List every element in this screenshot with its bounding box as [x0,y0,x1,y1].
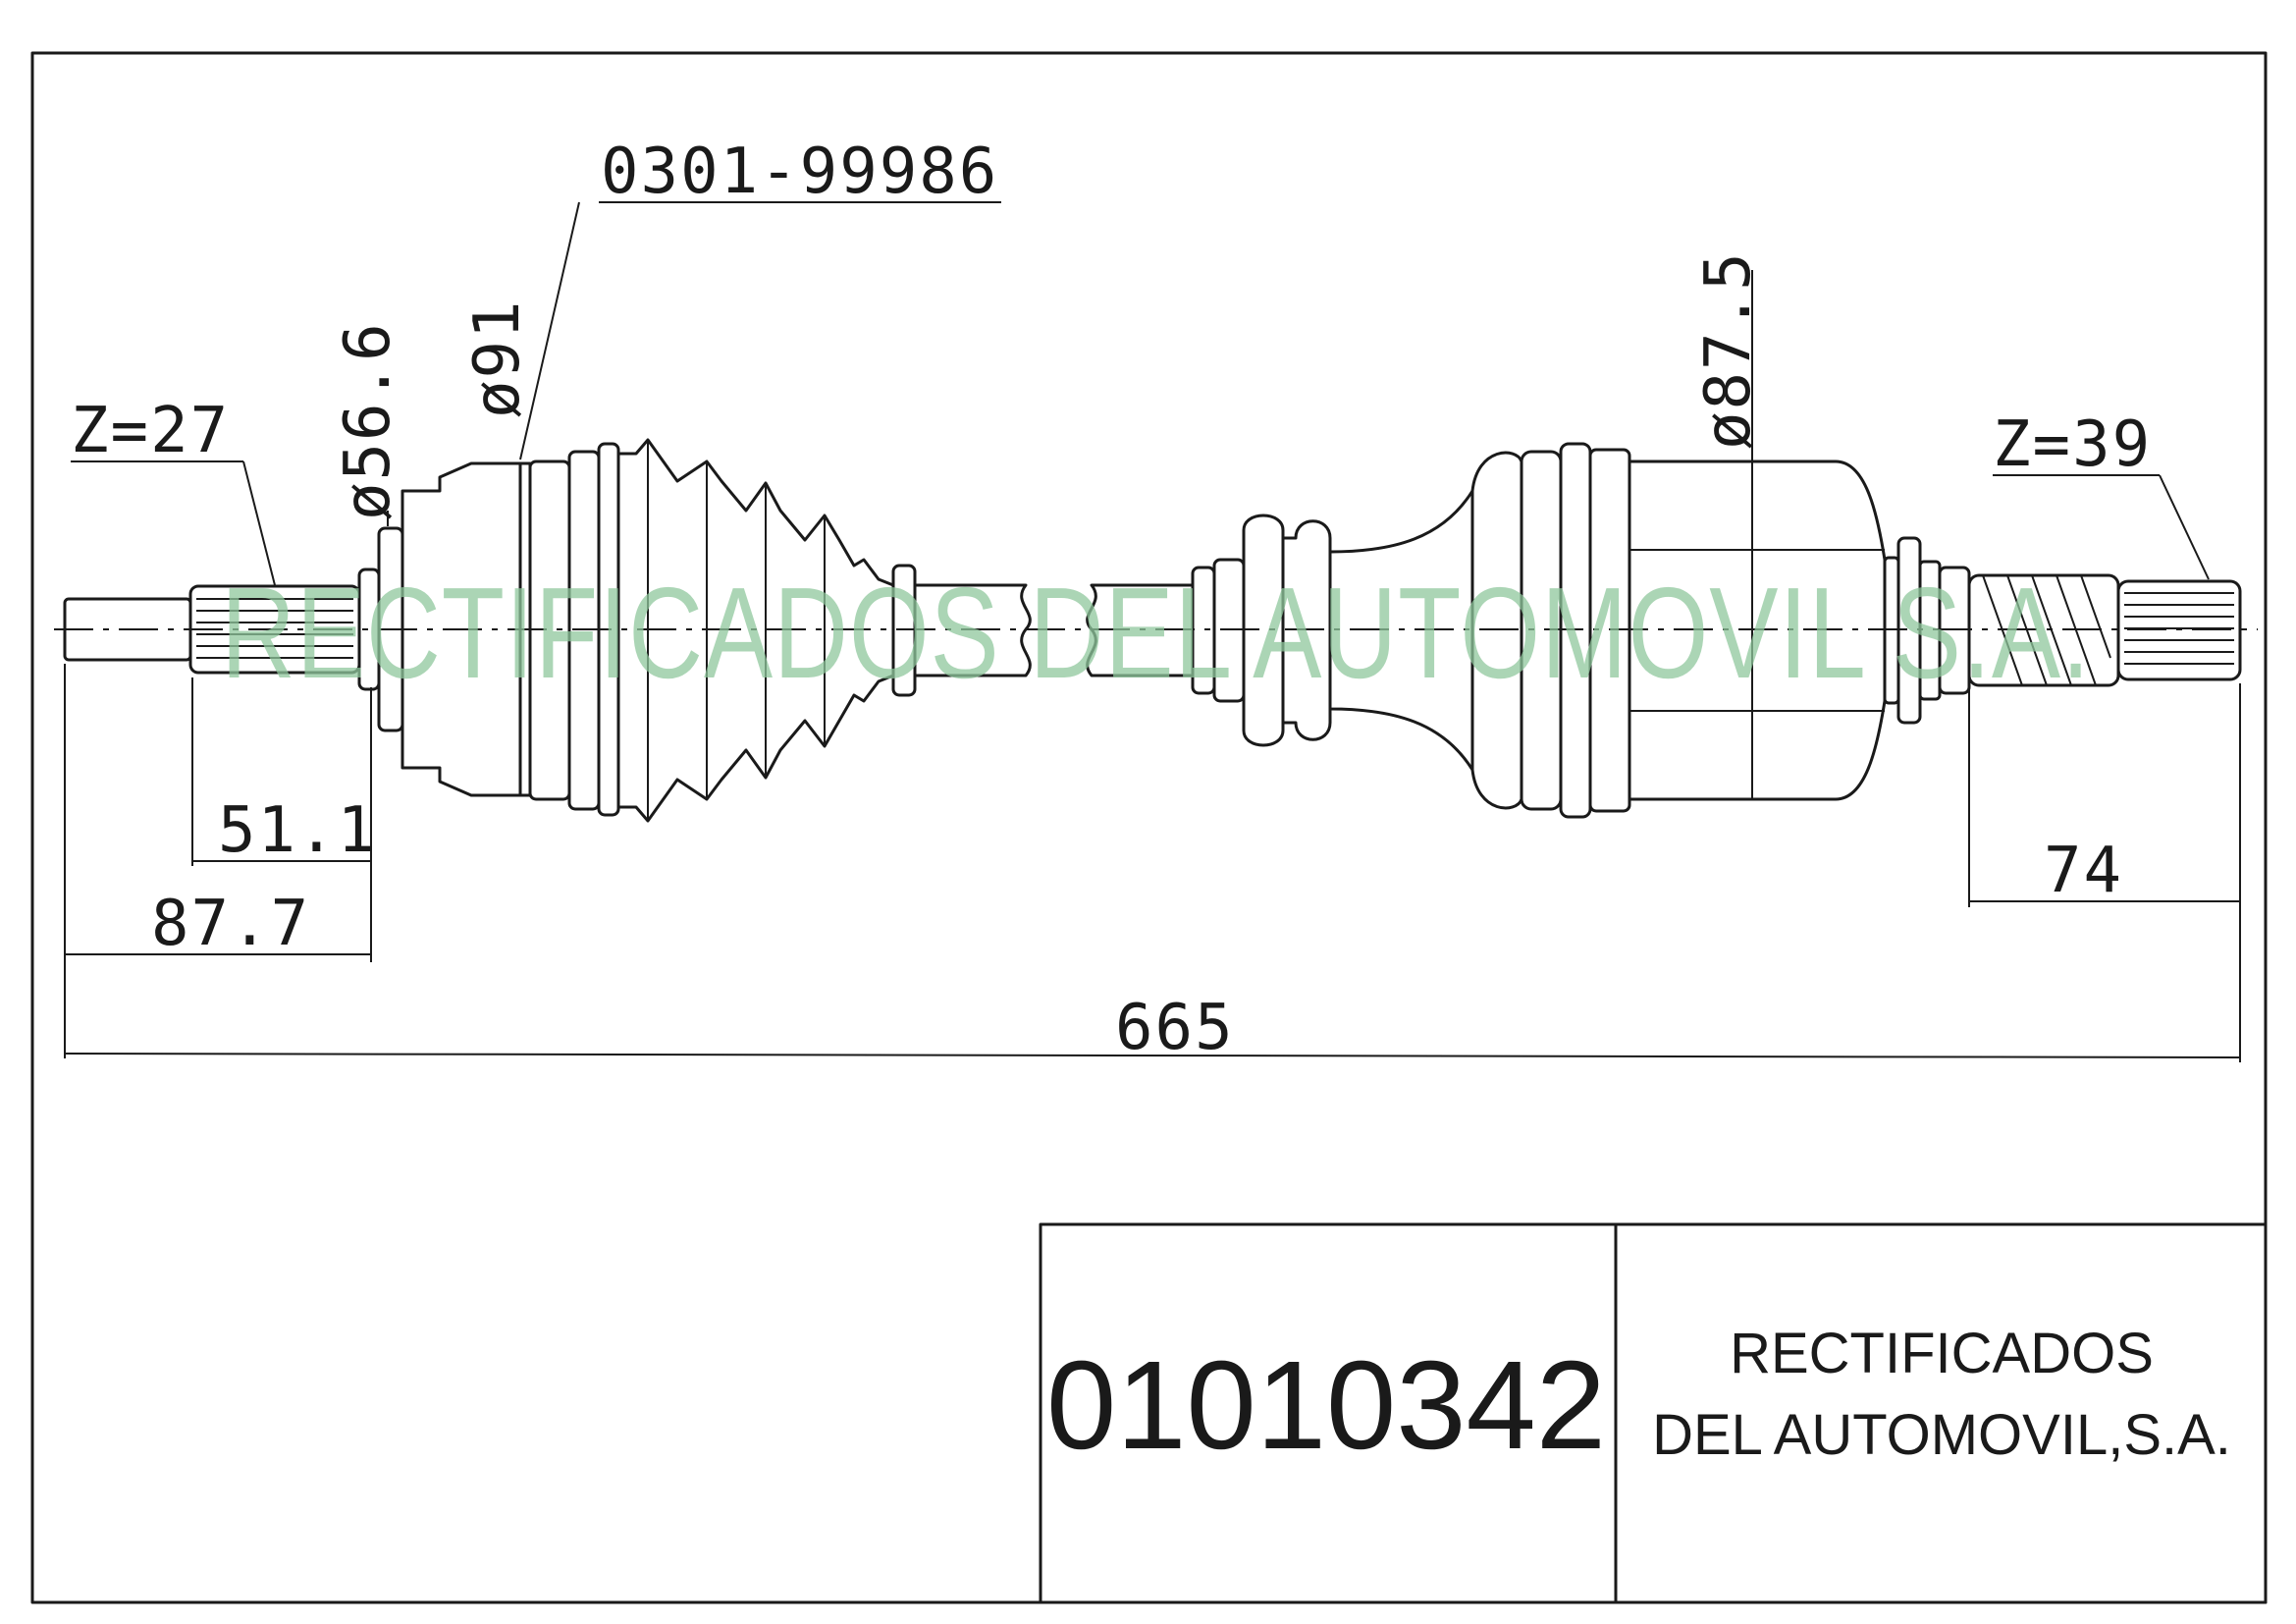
dimension-74: 74 [1968,683,2241,1062]
right-spline-label: Z=39 [1993,408,2152,481]
company-name-line1: RECTIFICADOS [1730,1322,2154,1385]
part-number-label: 0301-99986 [601,135,998,208]
dimension-51-1: 51.1 [191,677,377,962]
dimension-51-1-label: 51.1 [218,794,377,867]
dimension-87-7: 87.7 [64,664,371,1058]
right-spline-teeth [2124,592,2234,665]
right-spline-callout: Z=39 [1993,408,2210,580]
dimension-74-label: 74 [2044,835,2123,907]
left-flange-diameter-label: ø56.6 [332,321,404,520]
left-spline-callout: Z=27 [71,395,276,586]
right-stub-shaft [1967,573,2242,687]
reference-number: 01010342 [1046,1335,1606,1476]
intermediate-shaft [913,583,1195,677]
left-joint-diameter-label: ø91 [461,298,534,418]
right-joint-diameter-label: ø87.5 [1692,250,1765,450]
part-number-callout: 0301-99986 [519,135,1001,460]
dimension-87-7-label: 87.7 [151,888,310,960]
left-cv-joint [400,442,620,817]
left-spline-teeth [196,598,353,659]
dimension-665: 665 [64,992,2241,1064]
left-spline-label: Z=27 [71,395,230,467]
dimension-665-label: 665 [1115,992,1235,1064]
title-block: 01010342 RECTIFICADOS DEL AUTOMOVIL,S.A. [1039,1222,2268,1604]
helical-teeth [1982,574,2111,686]
watermark-text: RECTIFICADOS DEL AUTOMOVIL S.A. [221,561,2091,705]
company-name-line2: DEL AUTOMOVIL,S.A. [1652,1403,2231,1467]
